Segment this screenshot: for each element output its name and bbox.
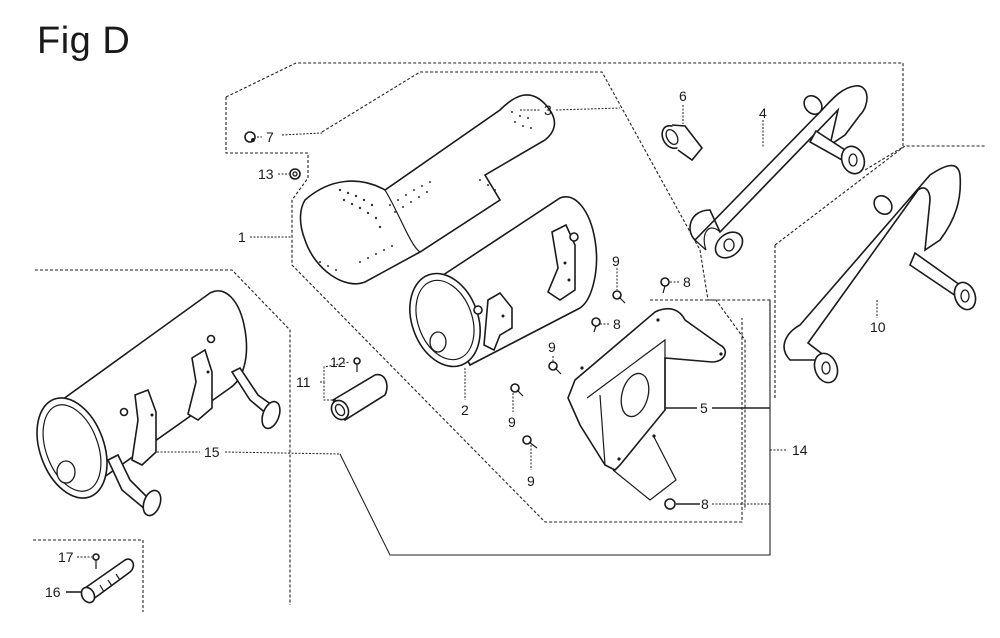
callout-7: 7 <box>266 129 274 145</box>
leader-15 <box>157 451 341 455</box>
part-6-clamp[interactable] <box>658 122 704 162</box>
part-7-screw[interactable] <box>244 131 256 143</box>
part-8-bolt-a[interactable] <box>660 277 670 294</box>
callout-16: 16 <box>45 584 61 600</box>
leader-7 <box>257 132 323 138</box>
callout-9d: 9 <box>527 473 535 489</box>
part-15-muffler-assembly[interactable] <box>24 290 283 518</box>
part-5-stay-bracket[interactable] <box>567 308 727 501</box>
part-12-screw[interactable] <box>353 357 361 372</box>
callout-13: 13 <box>258 166 274 182</box>
part-4-exhaust-pipe[interactable] <box>689 85 868 263</box>
group-bracket-15 <box>35 269 291 605</box>
group-bracket-10 <box>774 145 985 398</box>
group-bracket-16 <box>33 539 144 612</box>
callout-12: 12 <box>330 354 346 370</box>
part-9-bolt-a[interactable] <box>612 290 626 304</box>
callout-9c: 9 <box>508 414 516 430</box>
part-8-bolt-c[interactable] <box>664 498 676 510</box>
part-10-exhaust-pipe[interactable] <box>783 164 979 386</box>
figure-title: Fig D <box>37 20 131 62</box>
callout-6: 6 <box>679 88 687 104</box>
group-bracket-8 <box>650 299 746 510</box>
callout-10: 10 <box>870 319 886 335</box>
callout-2: 2 <box>461 402 469 418</box>
part-2-muffler[interactable] <box>398 196 598 377</box>
callout-4: 4 <box>759 105 767 121</box>
part-8-bolt-b[interactable] <box>591 317 601 333</box>
part-11-tail-pipe[interactable] <box>328 373 388 423</box>
callout-1: 1 <box>238 229 246 245</box>
leader-3 <box>520 107 621 111</box>
group-bracket-top <box>225 62 904 171</box>
group-bracket-1 <box>225 97 743 523</box>
group-bracket-14 <box>339 300 771 556</box>
callout-14: 14 <box>792 442 808 458</box>
callout-15: 15 <box>204 444 220 460</box>
callout-8b: 8 <box>613 316 621 332</box>
leader-11 <box>320 361 351 401</box>
callout-8c: 8 <box>701 496 709 512</box>
callout-8a: 8 <box>683 274 691 290</box>
part-17-screw[interactable] <box>92 553 100 569</box>
callout-17: 17 <box>58 549 74 565</box>
part-3-protector[interactable] <box>299 94 556 285</box>
part-16-spark-arrester[interactable] <box>79 558 135 605</box>
callout-11: 11 <box>296 374 311 390</box>
callout-3: 3 <box>544 102 552 118</box>
callout-9a: 9 <box>612 253 620 269</box>
part-9-bolt-d[interactable] <box>522 435 538 449</box>
callout-5: 5 <box>700 400 708 416</box>
part-13-nut[interactable] <box>289 168 301 180</box>
part-9-bolt-c[interactable] <box>510 383 524 397</box>
part-9-bolt-b[interactable] <box>548 361 562 375</box>
callout-9b: 9 <box>548 339 556 355</box>
